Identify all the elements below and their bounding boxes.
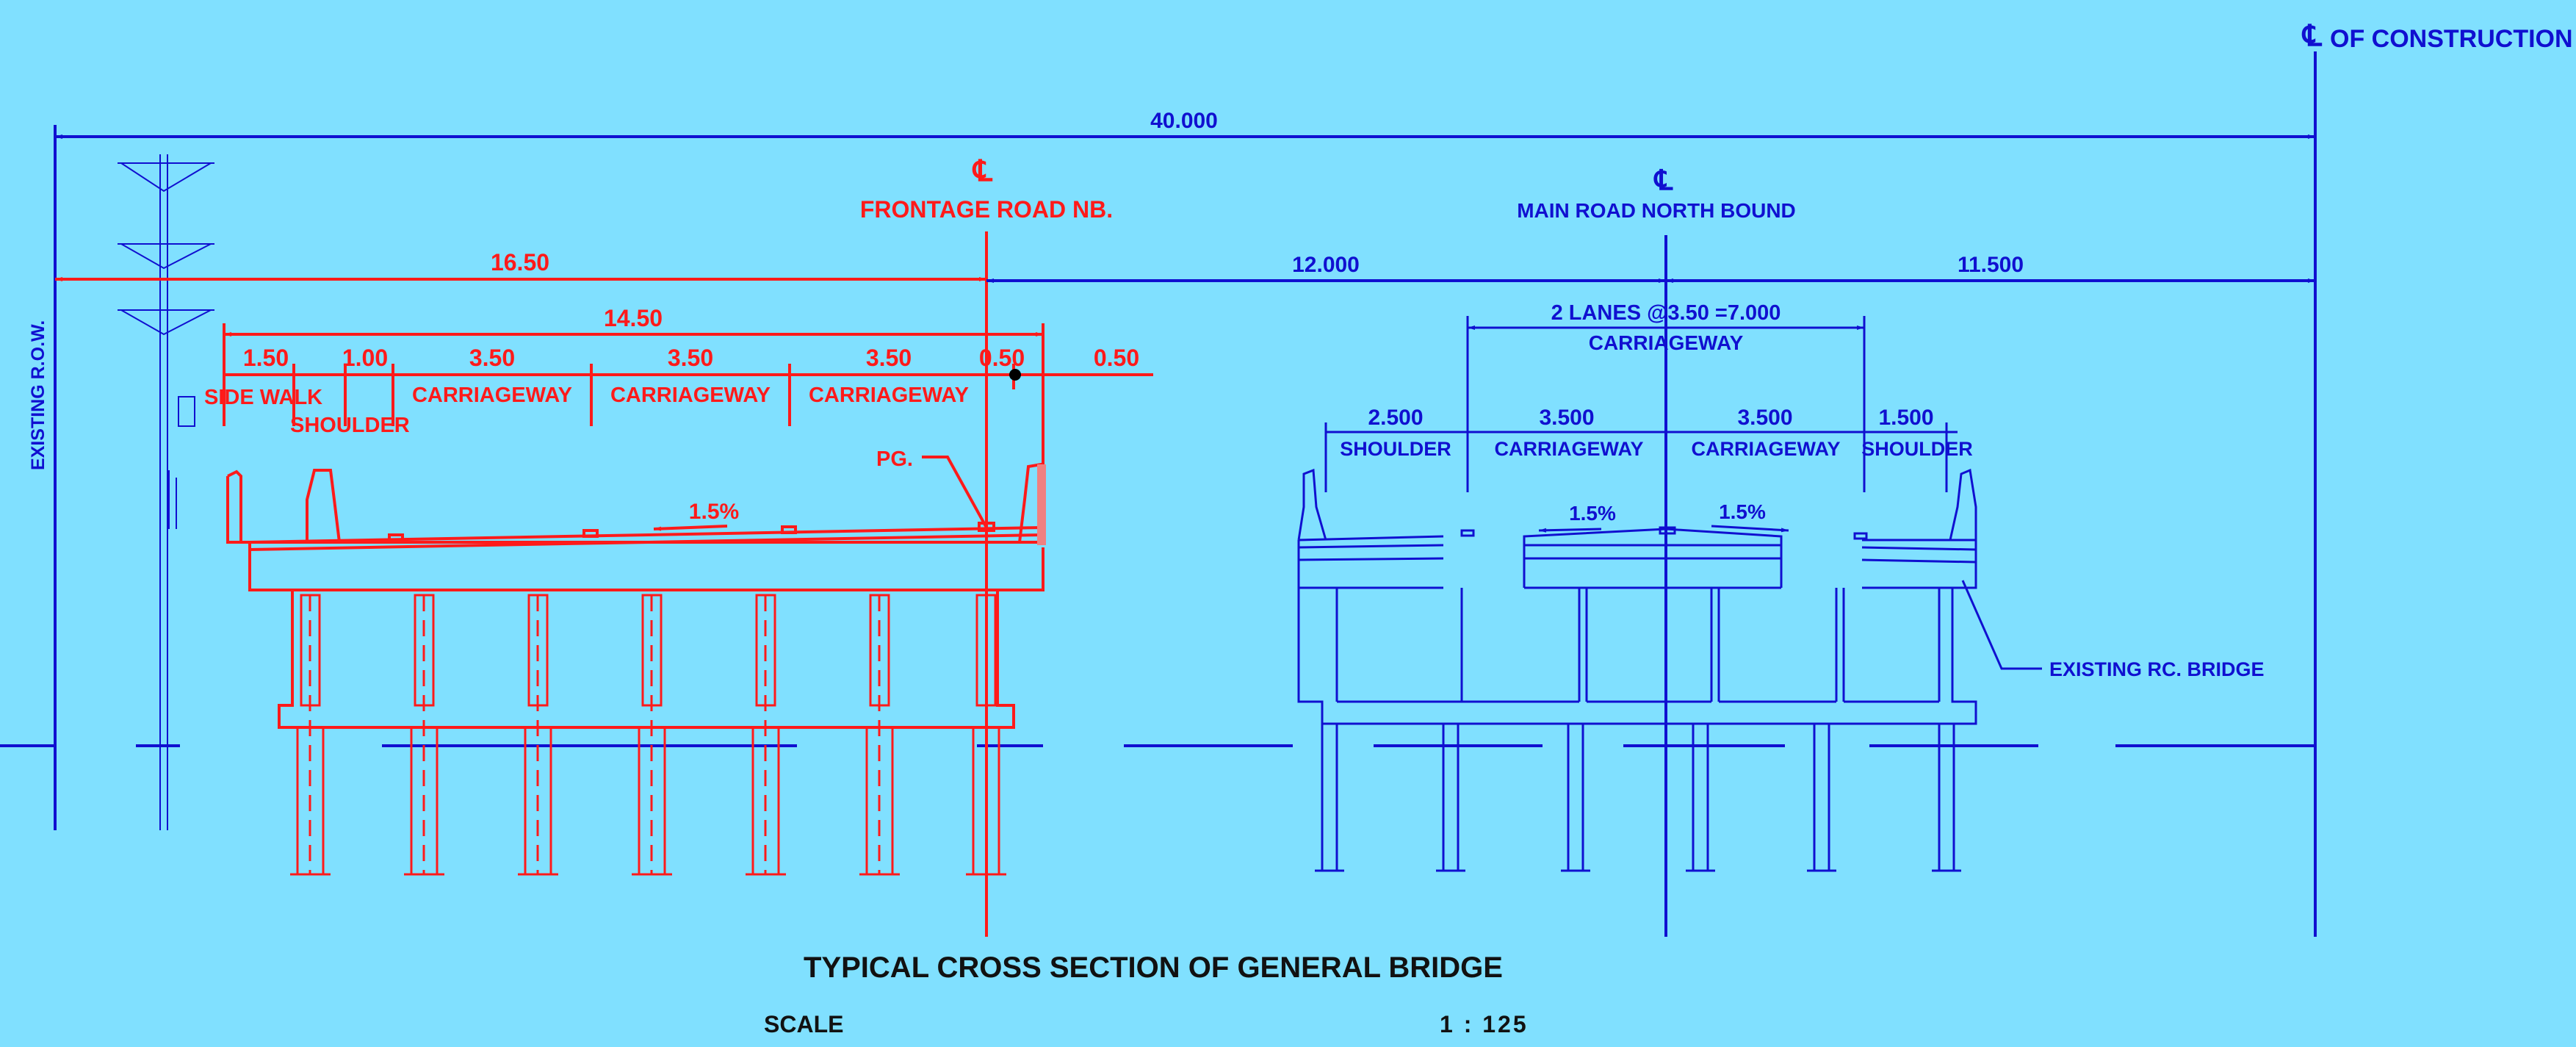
main-slope-left: 1.5% <box>1569 502 1616 525</box>
scale-label: SCALE <box>764 1011 843 1037</box>
main-right-width: 11.500 <box>1958 253 2024 277</box>
frontage-pier-cap <box>278 590 1015 729</box>
segment-width: 1.00 <box>342 345 388 371</box>
frontage-barrier-left <box>306 469 341 543</box>
profile-grade-label: PG. <box>876 447 913 471</box>
segment-width: 3.50 <box>469 345 515 371</box>
main-segment-width: 2.500 <box>1368 406 1423 430</box>
main-segment-width: 1.500 <box>1878 406 1933 430</box>
main-barrier-right <box>1949 468 1977 541</box>
carriageway-label: CARRIAGEWAY <box>809 384 969 407</box>
segment-width: 0.50 <box>1094 345 1139 371</box>
main-shoulder-label: SHOULDER <box>1340 438 1451 460</box>
main-segment-width: 3.500 <box>1737 406 1792 430</box>
lanes-label: 2 LANES @3.50 =7.000 <box>1551 301 1781 325</box>
pg-leader <box>922 456 988 528</box>
frontage-row-width: 16.50 <box>491 249 549 276</box>
main-cl-symbol: ℄ <box>1653 165 1673 196</box>
barrier-highlight <box>1037 464 1046 545</box>
frontage-deck-outline <box>226 476 1045 591</box>
main-pier-frame <box>1297 588 1977 725</box>
segment-width: 3.50 <box>668 345 713 371</box>
main-barrier-left <box>1297 468 1327 541</box>
main-shoulder-label: SHOULDER <box>1861 438 1973 460</box>
frontage-road-name: FRONTAGE ROAD NB. <box>860 196 1113 223</box>
segment-width: 3.50 <box>866 345 912 371</box>
main-carriageway-label: CARRIAGEWAY <box>1494 438 1643 460</box>
main-segment-width: 3.500 <box>1539 406 1594 430</box>
overall-dimensions <box>0 51 2317 937</box>
existing-bridge-label: EXISTING RC. BRIDGE <box>2049 658 2265 680</box>
segment-width: 0.50 <box>979 345 1025 371</box>
row-label: EXISTING R.O.W. <box>28 320 48 470</box>
construction-cl-label: OF CONSTRUCTION <box>2330 25 2573 53</box>
main-slope-arrow-right <box>1711 525 1789 533</box>
frontage-slope-arrow <box>653 525 728 531</box>
existing-bridge-leader <box>1961 580 2042 670</box>
lanes-carriageway-label: CARRIAGEWAY <box>1589 331 1744 354</box>
utility-pole <box>118 154 214 830</box>
main-piles <box>1315 724 1961 872</box>
total-width-label: 40.000 <box>1150 109 1218 133</box>
carriageway-label: CARRIAGEWAY <box>610 384 771 407</box>
frontage-cl-symbol: ℄ <box>972 155 993 187</box>
frontage-sidewalk-parapet <box>227 469 242 542</box>
main-slope-arrow-left <box>1538 528 1602 533</box>
main-left-width: 12.000 <box>1292 253 1360 277</box>
construction-cl-symbol: ℄ <box>2301 20 2323 52</box>
drawing-title: TYPICAL CROSS SECTION OF GENERAL BRIDGE <box>804 951 1503 984</box>
segment-width: 1.50 <box>243 345 289 371</box>
frontage-slope: 1.5% <box>689 500 739 524</box>
main-road-name: MAIN ROAD NORTH BOUND <box>1517 199 1796 222</box>
frontage-deck-width: 14.50 <box>604 305 663 331</box>
sidewalk-label: SIDE WALK <box>204 386 322 409</box>
main-deck-center <box>1523 528 1783 588</box>
frontage-piers <box>290 594 1006 876</box>
carriageway-label: CARRIAGEWAY <box>412 384 572 407</box>
frontage-road-section <box>55 231 1153 937</box>
main-carriageway-label: CARRIAGEWAY <box>1691 438 1840 460</box>
frontage-deck-slab <box>249 526 1044 544</box>
main-road-section <box>986 235 2315 937</box>
main-slope-right: 1.5% <box>1719 500 1766 523</box>
main-deck-right <box>1862 539 1977 589</box>
pg-marker <box>978 522 995 532</box>
shoulder-label: SHOULDER <box>290 414 410 437</box>
scale-value: 1 : 125 <box>1440 1011 1529 1037</box>
